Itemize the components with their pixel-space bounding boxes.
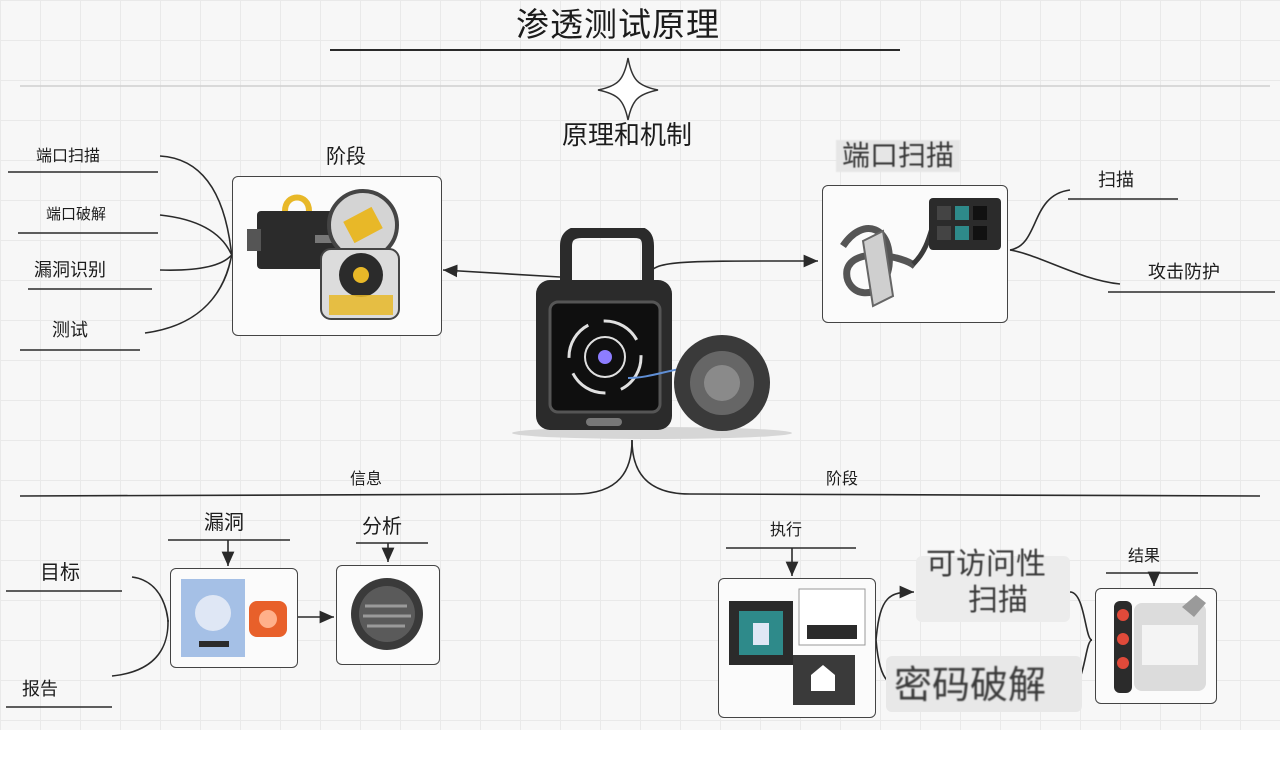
- password-crack-box: 密码破解: [886, 656, 1082, 712]
- stage-heading: 阶段: [326, 144, 366, 168]
- exec-card: [718, 578, 876, 718]
- magnifier-texture-icon: [351, 578, 423, 650]
- branch-info-label: 信息: [350, 469, 383, 488]
- exec-heading: 执行: [770, 520, 803, 539]
- analysis-card: [336, 565, 440, 665]
- stage-card: [232, 176, 442, 336]
- subtitle: 原理和机制: [562, 121, 693, 151]
- report-label: 报告: [22, 679, 58, 700]
- left-item-test: 测试: [52, 320, 88, 341]
- analysis-heading: 分析: [362, 514, 402, 538]
- left-item-port-scan: 端口扫描: [36, 146, 101, 165]
- access-scan-line2: 扫描: [968, 583, 1028, 618]
- result-heading: 结果: [1128, 546, 1161, 565]
- vuln-report-icon: [181, 579, 287, 657]
- left-item-vuln-id: 漏洞识别: [34, 260, 106, 281]
- result-device-icon: [1114, 595, 1206, 693]
- tool-kit-icon: [247, 189, 400, 320]
- right-item-scan: 扫描: [1098, 170, 1134, 191]
- password-crack-label: 密码破解: [894, 663, 1047, 707]
- port-scan-heading: 端口扫描: [836, 140, 961, 172]
- branch-stage-label: 阶段: [826, 469, 859, 488]
- vuln-heading: 漏洞: [204, 510, 244, 534]
- port-scan-card: [822, 185, 1008, 323]
- security-scanner-device-icon: [512, 228, 792, 439]
- bottom-fade: [0, 730, 1280, 768]
- network-cable-icon: [840, 198, 1001, 308]
- right-item-attack-protect: 攻击防护: [1148, 262, 1220, 283]
- execution-screens-icon: [729, 588, 866, 705]
- vuln-card: [170, 568, 298, 668]
- access-scan-line1: 可访问性: [926, 547, 1046, 582]
- access-scan-box: 可访问性 扫描: [916, 550, 1070, 622]
- result-card: [1095, 588, 1217, 704]
- page-title: 渗透测试原理: [516, 5, 720, 44]
- left-item-port-crack: 端口破解: [46, 205, 107, 223]
- target-label: 目标: [40, 560, 80, 584]
